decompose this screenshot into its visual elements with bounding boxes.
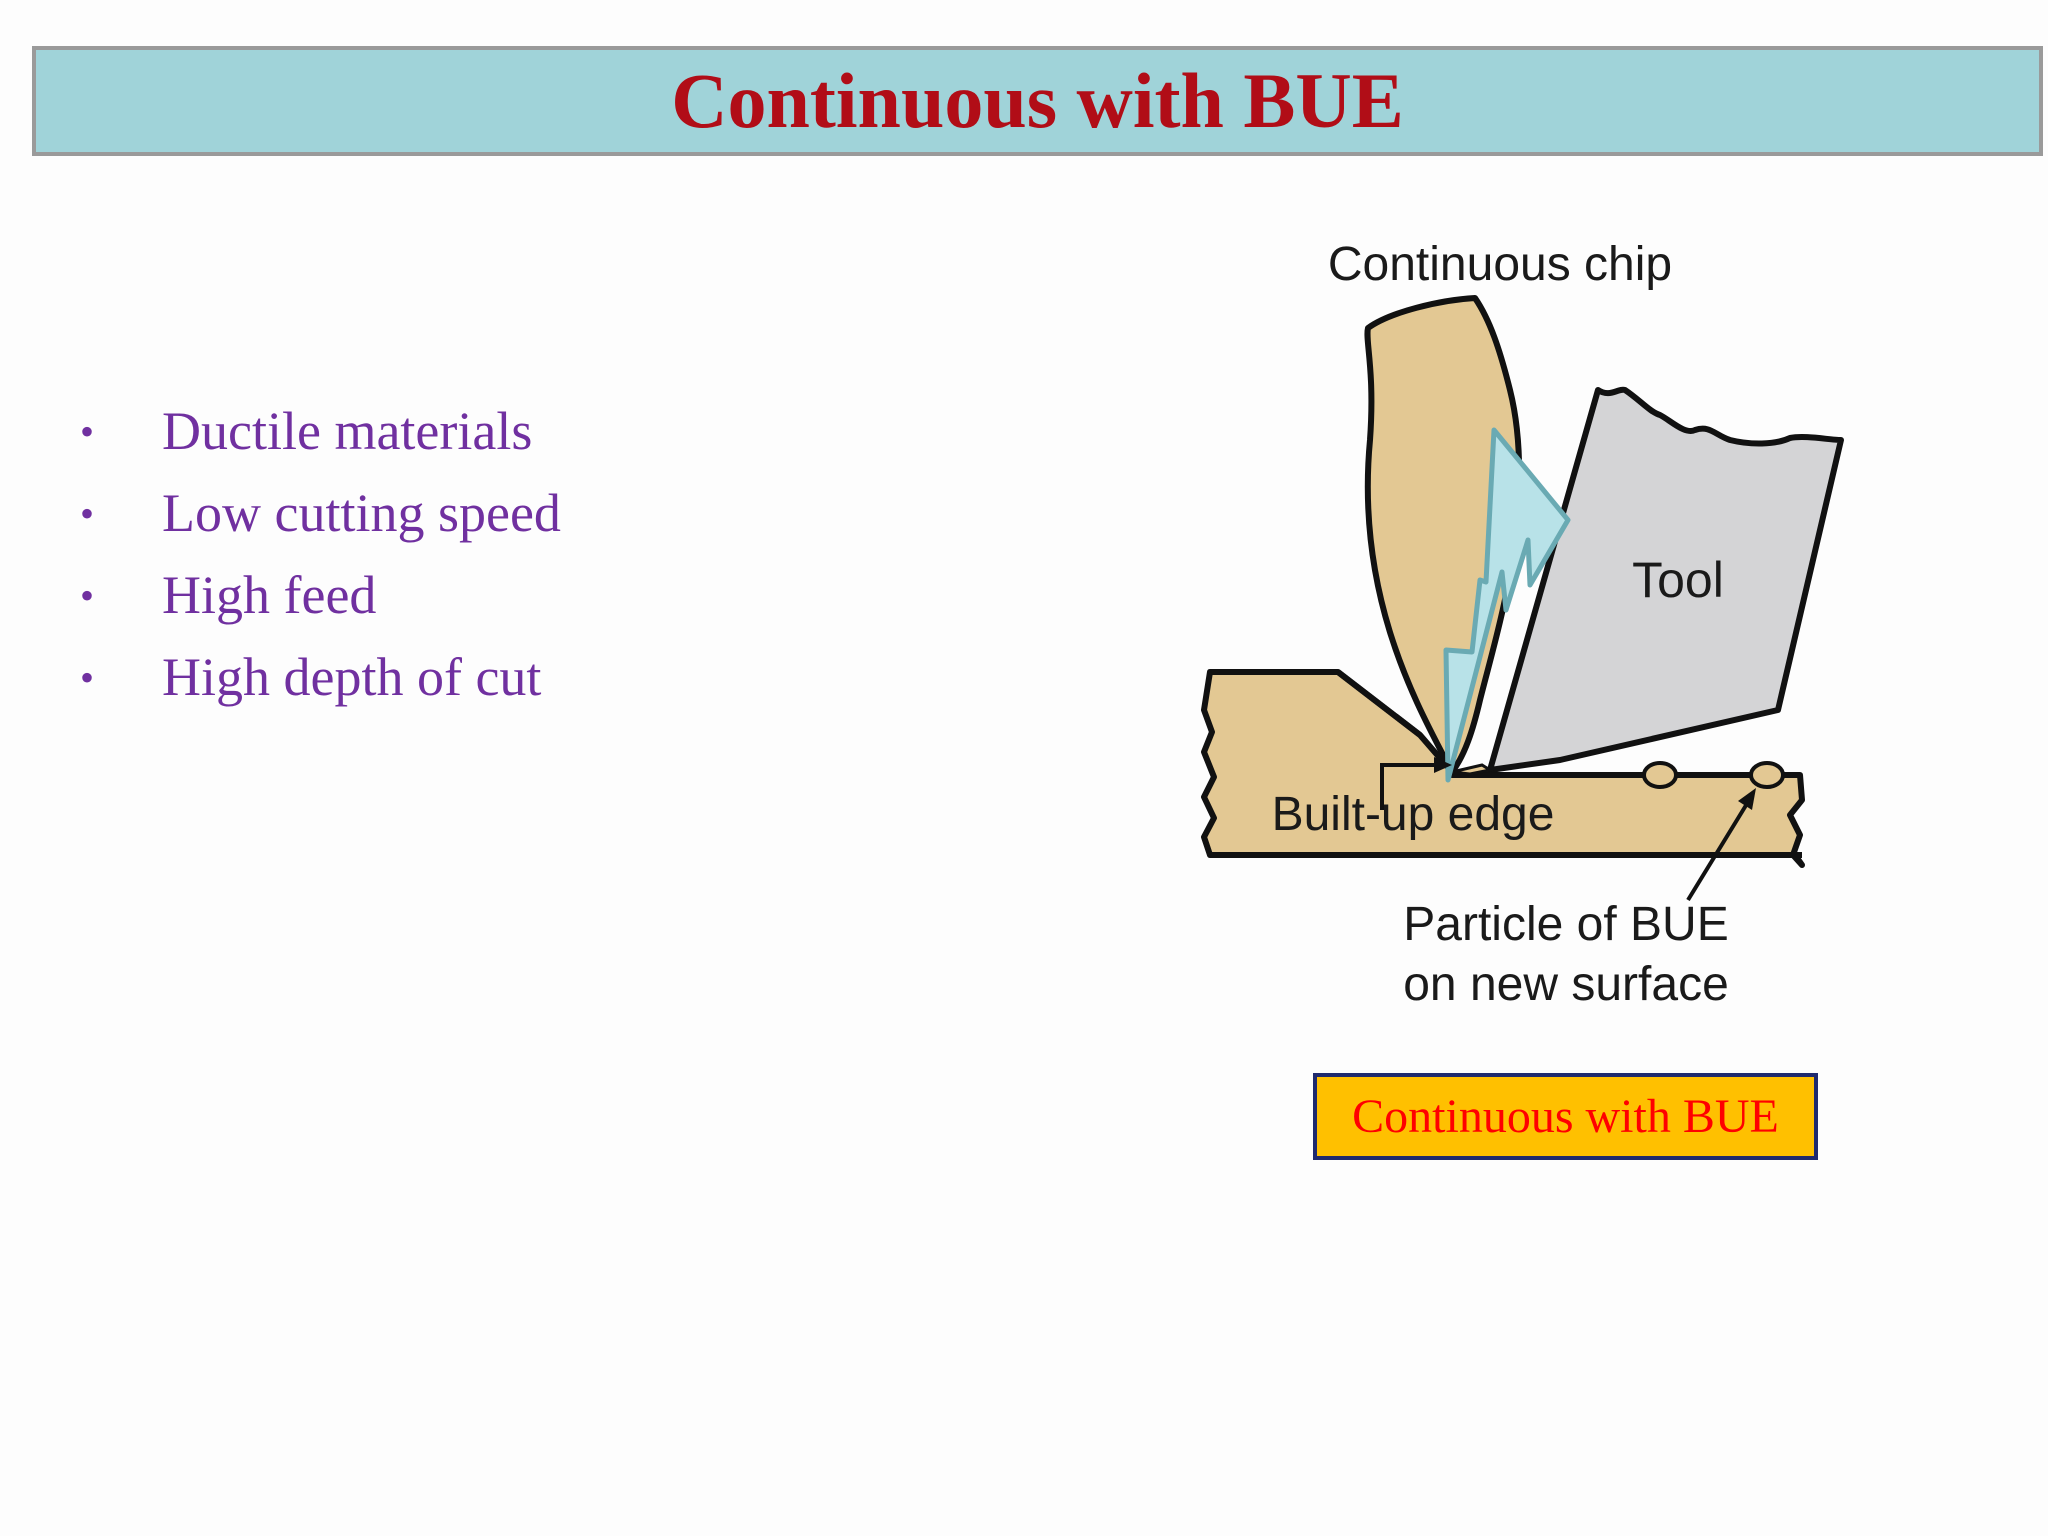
bullet-list: • Ductile materials • Low cutting speed …: [80, 390, 561, 718]
bullet-item: • Ductile materials: [80, 390, 561, 472]
bullet-icon: •: [80, 654, 95, 700]
arrow-head-icon: [1434, 757, 1452, 773]
arrow-head-icon: [1738, 788, 1756, 810]
bue-particle: [1642, 761, 1678, 789]
bue-particle: [1749, 761, 1785, 789]
caption-text: Continuous with BUE: [1352, 1090, 1779, 1143]
bue-diagram: Continuous chip Tool Built-up edge Parti…: [1190, 240, 1870, 1020]
lightning-icon: [1443, 427, 1571, 783]
bullet-item: • High depth of cut: [80, 636, 561, 718]
bullet-item: • High feed: [80, 554, 561, 636]
label-particle-line1: Particle of BUE: [1403, 898, 1728, 951]
bue-diagram-svg: Continuous chip Tool Built-up edge Parti…: [1201, 240, 1844, 1011]
label-particle-line2: on new surface: [1403, 958, 1729, 1011]
title-bar: Continuous with BUE: [32, 46, 2043, 156]
bullet-text: Ductile materials: [162, 401, 533, 461]
bullet-text: High feed: [162, 565, 377, 625]
bullet-icon: •: [80, 490, 95, 536]
bullet-icon: •: [80, 408, 95, 454]
label-continuous-chip: Continuous chip: [1328, 240, 1672, 291]
label-built-up-edge: Built-up edge: [1272, 788, 1555, 841]
bullet-icon: •: [80, 572, 95, 618]
bullet-text: Low cutting speed: [162, 483, 561, 543]
bullet-text: High depth of cut: [162, 647, 542, 707]
built-up-edge: [1451, 763, 1494, 776]
tool: [1487, 386, 1844, 773]
bullet-item: • Low cutting speed: [80, 472, 561, 554]
caption-box: Continuous with BUE: [1313, 1073, 1818, 1160]
slide-title: Continuous with BUE: [671, 57, 1404, 144]
label-tool: Tool: [1632, 552, 1724, 608]
